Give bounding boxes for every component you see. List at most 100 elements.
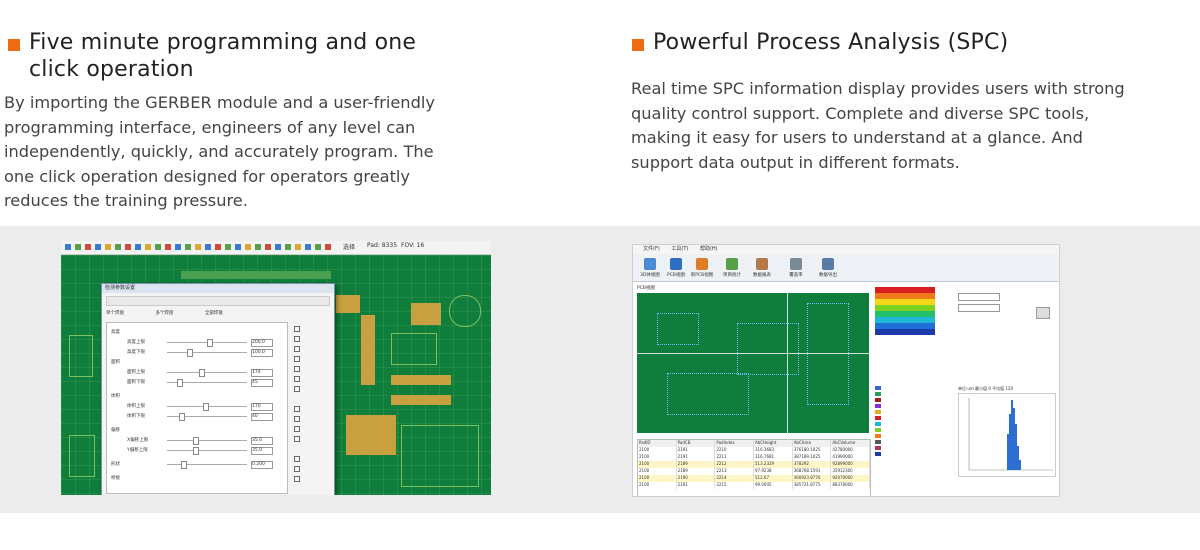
slider-track[interactable] (167, 352, 247, 353)
menu-item[interactable]: 文件(F) (643, 246, 660, 252)
list-item[interactable] (875, 433, 939, 439)
param-value-field[interactable]: 0.200 (251, 461, 273, 469)
param-label: 体积 (111, 394, 120, 399)
histogram-title: 单位:um 最小值 0 平均值 120 (958, 386, 1014, 391)
param-label: Y偏移上限 (127, 448, 148, 453)
slider-track[interactable] (167, 416, 247, 417)
option-checkbox[interactable] (294, 346, 300, 352)
list-item[interactable] (875, 397, 939, 403)
back-arrow-button[interactable] (1036, 307, 1050, 319)
tool-icon (245, 244, 251, 250)
orange-square-icon (8, 39, 20, 51)
option-checkbox[interactable] (294, 386, 300, 392)
param-value-field[interactable]: 35.0 (251, 437, 273, 445)
spc-heading-text: Powerful Process Analysis (SPC) (653, 30, 1009, 55)
slider-handle[interactable] (193, 447, 199, 455)
param-value-field[interactable]: 200.0 (251, 339, 273, 347)
slider-handle[interactable] (193, 437, 199, 445)
toolbar-button[interactable]: 数据导出 (815, 258, 841, 280)
dialog-selector-bar[interactable] (106, 296, 330, 306)
menu-item[interactable]: 工具(T) (671, 246, 689, 252)
programming-heading: Five minute programming and one click op… (8, 29, 416, 83)
option-checkbox[interactable] (294, 376, 300, 382)
pcb-pad (391, 375, 451, 385)
slider-track[interactable] (167, 440, 247, 441)
list-item[interactable] (875, 385, 939, 391)
param-value-field[interactable]: 100.0 (251, 349, 273, 357)
slider-handle[interactable] (177, 379, 183, 387)
param-value-field[interactable]: 45 (251, 379, 273, 387)
option-checkbox[interactable] (294, 366, 300, 372)
tool-icon (205, 244, 211, 250)
toolbar-button[interactable]: 项目统计 (719, 258, 745, 280)
slider-track[interactable] (167, 450, 247, 451)
programming-heading-line2: click operation (29, 57, 194, 82)
option-checkbox[interactable] (294, 426, 300, 432)
dropdown[interactable] (958, 304, 1000, 312)
tool-icon (305, 244, 311, 250)
toolbar-button[interactable]: 覆盖率 (783, 258, 809, 280)
radio-single-pad[interactable]: 单个焊盘 (106, 311, 124, 316)
param-value-field[interactable]: 35.0 (251, 447, 273, 455)
slider-handle[interactable] (187, 349, 193, 357)
view-3d-icon (644, 258, 656, 270)
list-item[interactable] (875, 445, 939, 451)
programming-desc-line: By importing the GERBER module and a use… (4, 93, 435, 112)
slider-handle[interactable] (179, 413, 185, 421)
param-value-field[interactable]: 174 (251, 369, 273, 377)
table-header: PadID PadCB PadIndex AbCHeight AbCArea A… (638, 440, 871, 447)
slider-handle[interactable] (199, 369, 205, 377)
histogram-chart (958, 393, 1056, 477)
param-value-field[interactable]: 170 (251, 403, 273, 411)
spc-desc-line: Real time SPC information display provid… (631, 79, 1125, 98)
menu-item[interactable]: 帮助(H) (699, 246, 718, 252)
toolbar-button[interactable]: PCB视图 (663, 258, 689, 280)
option-checkbox[interactable] (294, 326, 300, 332)
option-checkbox[interactable] (294, 476, 300, 482)
radio-multi-pad[interactable]: 多个焊盘 (155, 311, 174, 316)
list-item[interactable] (875, 439, 939, 445)
toolbar-button[interactable]: 数据报表 (749, 258, 775, 280)
tool-icon (325, 244, 331, 250)
legend-swatch (875, 311, 935, 317)
option-checkbox[interactable] (294, 466, 300, 472)
list-item[interactable] (875, 451, 939, 457)
legend-swatch (875, 293, 935, 299)
toolbar-button[interactable]: 新PCB视图 (689, 258, 715, 280)
pcb-pad (391, 395, 451, 405)
slider-track[interactable] (167, 382, 247, 383)
option-checkbox[interactable] (294, 336, 300, 342)
slider-handle[interactable] (181, 461, 187, 469)
list-item[interactable] (875, 421, 939, 427)
param-label: 体积上限 (127, 404, 145, 409)
param-label: 高度 (111, 330, 120, 335)
option-checkbox[interactable] (294, 416, 300, 422)
hist-bar (1007, 434, 1009, 470)
option-checkbox[interactable] (294, 356, 300, 362)
slider-handle[interactable] (203, 403, 209, 411)
pcb-component (449, 295, 481, 327)
list-item[interactable] (875, 427, 939, 433)
radio-all-pad[interactable]: 全部焊盘 (204, 311, 223, 316)
option-checkbox[interactable] (294, 456, 300, 462)
slider-track[interactable] (167, 464, 247, 465)
pcb-pad (346, 415, 396, 455)
slider-handle[interactable] (207, 339, 213, 347)
list-item[interactable] (875, 409, 939, 415)
list-item[interactable] (875, 415, 939, 421)
param-value-field[interactable]: 40 (251, 413, 273, 421)
dropdown[interactable] (958, 293, 1000, 301)
slider-track[interactable] (167, 372, 247, 373)
list-item[interactable] (875, 391, 939, 397)
toolbar-button[interactable]: 3D体视图 (637, 258, 663, 280)
list-item[interactable] (875, 403, 939, 409)
option-checkbox[interactable] (294, 406, 300, 412)
option-checkbox[interactable] (294, 436, 300, 442)
spc-heat-map[interactable] (637, 293, 869, 433)
